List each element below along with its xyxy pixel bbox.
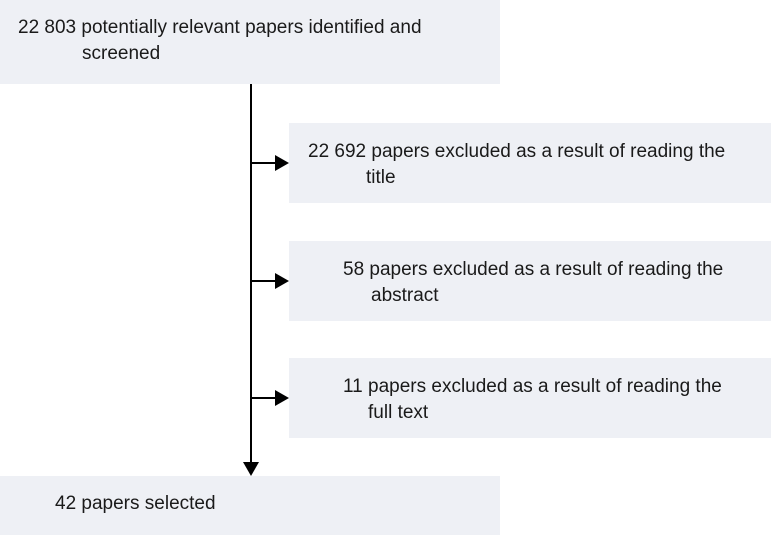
title-exclusion-box: 22 692 papers excluded as a result of re… (289, 123, 771, 203)
identified-papers-text-line2: screened (82, 43, 161, 64)
selected-papers-box: 42 papers selected (0, 476, 500, 535)
title-exclusion-text-line2: title (366, 167, 396, 188)
arrow-to-title-exclusion-icon (275, 155, 289, 171)
fulltext-exclusion-text-line2: full text (368, 402, 429, 423)
identified-papers-box: 22 803 potentially relevant papers ident… (0, 0, 500, 84)
title-exclusion-text-line1: 22 692 papers excluded as a result of re… (308, 141, 726, 162)
arrow-to-fulltext-exclusion-icon (275, 390, 289, 406)
abstract-exclusion-text-line2: abstract (371, 285, 439, 306)
fulltext-exclusion-text-line1: 11 papers excluded as a result of readin… (343, 376, 722, 397)
abstract-exclusion-box: 58 papers excluded as a result of readin… (289, 241, 771, 321)
fulltext-exclusion-box: 11 papers excluded as a result of readin… (289, 358, 771, 438)
arrow-to-selected-icon (243, 462, 259, 476)
abstract-exclusion-text-line1: 58 papers excluded as a result of readin… (343, 259, 724, 280)
identified-papers-text-line1: 22 803 potentially relevant papers ident… (18, 17, 422, 38)
selected-papers-text: 42 papers selected (55, 493, 216, 514)
arrow-to-abstract-exclusion-icon (275, 273, 289, 289)
